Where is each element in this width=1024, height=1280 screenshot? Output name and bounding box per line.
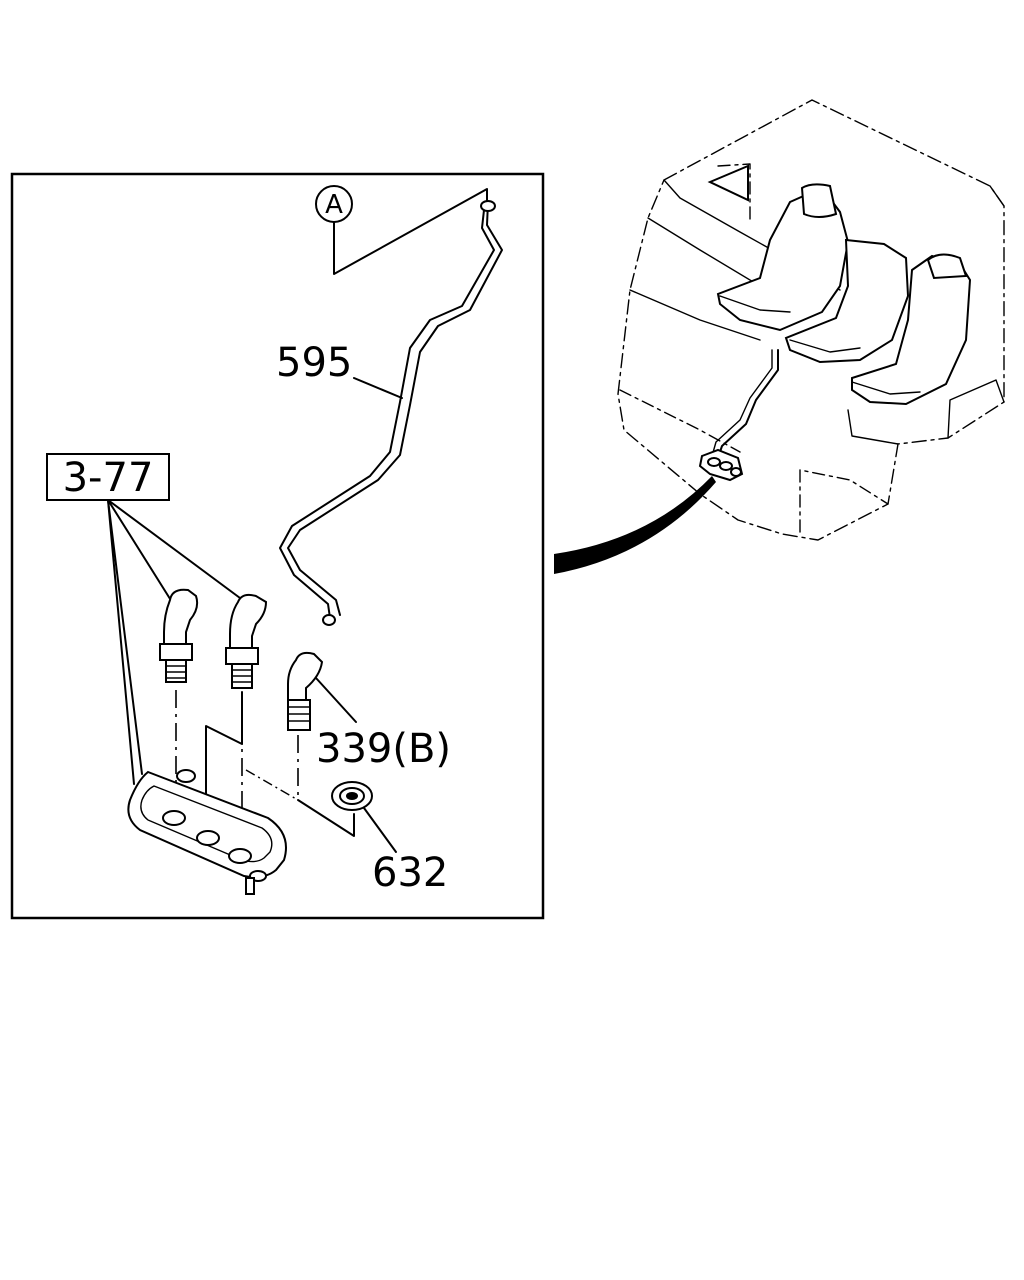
hose-595-leader (353, 377, 403, 399)
hose-595-label[interactable]: 595 (276, 340, 352, 386)
elbow-339b-leader (315, 677, 357, 723)
elbow-fitting-left[interactable] (159, 588, 199, 683)
grommet-632-label[interactable]: 632 (372, 850, 448, 896)
base-plate[interactable] (127, 769, 287, 895)
group-ref-box[interactable] (46, 453, 170, 501)
group-ref-leaders (107, 499, 241, 785)
vehicle-cab-view (617, 99, 1005, 541)
hose-595[interactable] (279, 200, 503, 626)
grommet-632[interactable] (331, 781, 373, 811)
elbow-339b[interactable] (287, 651, 324, 731)
elbow-fitting-middle[interactable] (225, 593, 268, 689)
view-marker-a[interactable]: A (315, 185, 353, 223)
group-ref-label: 3-77 (63, 455, 154, 501)
view-marker-leader (333, 188, 488, 275)
elbow-339b-label[interactable]: 339(B) (316, 726, 451, 772)
detail-connector-sweep (554, 476, 716, 574)
view-marker-label: A (325, 190, 343, 220)
detail-frame (10, 172, 545, 920)
grommet-632-leader (363, 807, 397, 853)
